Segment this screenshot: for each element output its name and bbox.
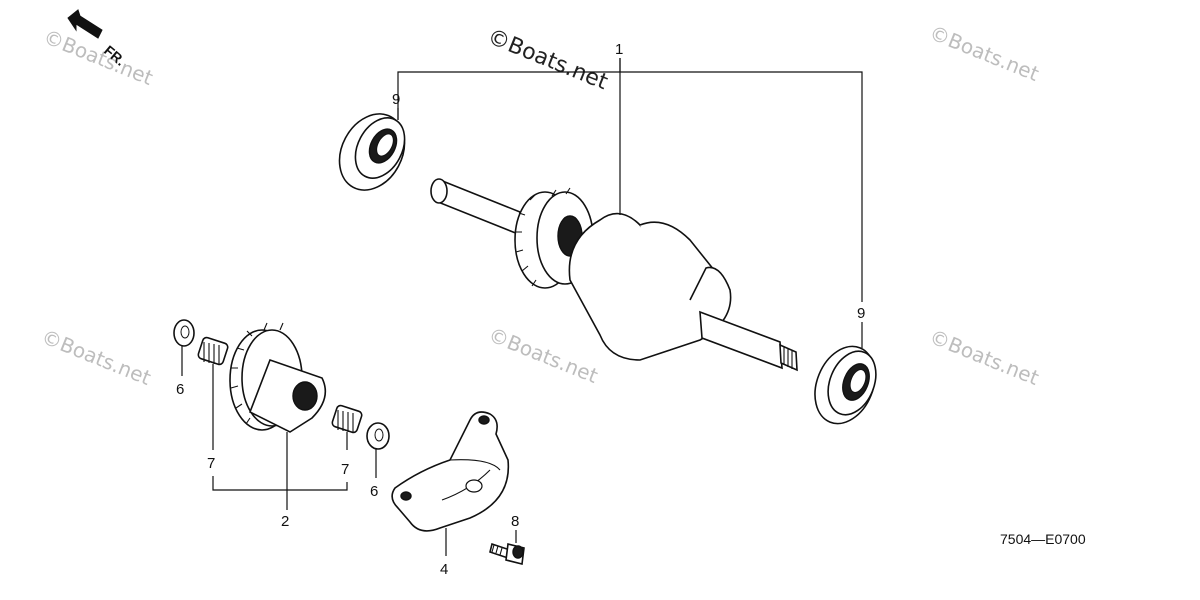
crankshaft xyxy=(430,178,798,372)
watermark-mid-center: ©Boats.net xyxy=(485,322,601,388)
arrow-icon xyxy=(67,9,103,39)
balancer-gear xyxy=(229,322,327,433)
reference-code: 7504—E0700 xyxy=(1000,531,1086,547)
callout-needle-bearing-left: 7 xyxy=(207,455,215,472)
watermark-mid-right: ©Boats.net xyxy=(926,324,1042,390)
callout-washer-right: 6 xyxy=(370,483,378,500)
callout-crankshaft: 1 xyxy=(615,41,623,58)
callout-needle-bearing-right: 7 xyxy=(341,461,349,478)
needle-bearing-left xyxy=(197,336,229,366)
leader-balancer-group xyxy=(212,476,348,491)
callout-bearing-ball-top: 9 xyxy=(392,91,400,108)
callout-washer-left: 6 xyxy=(176,381,184,398)
washer-right xyxy=(366,422,390,450)
ball-bearing-top xyxy=(338,113,406,191)
watermark-mid-left: ©Boats.net xyxy=(38,324,154,390)
flange-bolt xyxy=(489,542,525,565)
callout-bolt: 8 xyxy=(511,513,519,530)
callout-cover: 4 xyxy=(440,561,448,578)
balancer-cover xyxy=(391,411,510,532)
watermark-header: ©Boats.net xyxy=(484,24,612,95)
needle-bearing-right xyxy=(331,404,363,434)
ball-bearing-right xyxy=(814,345,877,425)
callout-bearing-ball-right: 9 xyxy=(857,305,865,322)
callout-balancer: 2 xyxy=(281,513,289,530)
callouts: 1 9 9 6 7 7 6 2 8 4 xyxy=(176,41,865,578)
washer-left xyxy=(173,319,195,347)
watermark-top-right: ©Boats.net xyxy=(926,20,1042,86)
